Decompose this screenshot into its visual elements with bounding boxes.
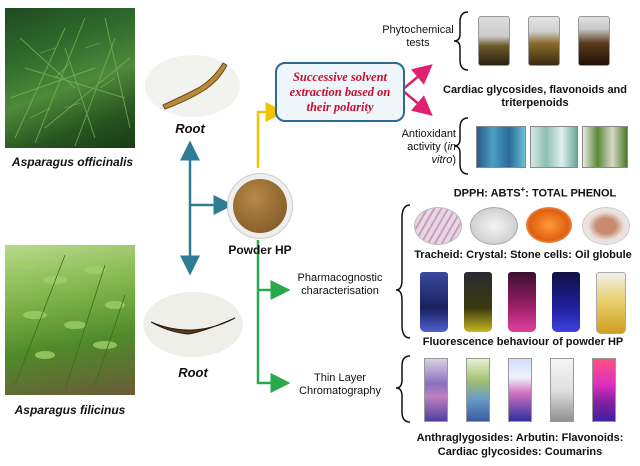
officinalis-root-label: Root: [175, 121, 205, 136]
fluorescence-photos: [414, 270, 632, 334]
extraction-box: Successive solvent extraction based on t…: [275, 62, 405, 122]
well-plate-1: [476, 126, 526, 168]
antioxidant-title-end: ): [452, 154, 456, 166]
well-plate-3: [582, 126, 628, 168]
filicinus-root-photo: [143, 292, 243, 357]
asparagus-filicinus-label: Asparagus filicinus: [14, 403, 126, 417]
antioxidant-result-pre: DPPH: ABTS: [453, 187, 521, 200]
tracheid-image: [414, 207, 462, 245]
stone-cells-image: [526, 207, 572, 243]
yellow-arrow-to-extraction: [256, 102, 286, 168]
fluorescence-vial-5: [596, 272, 626, 334]
bracket-tlc: [395, 355, 411, 423]
bracket-antioxidant: [453, 117, 469, 175]
antioxidant-result: DPPH: ABTS+: TOTAL PHENOL: [440, 183, 630, 201]
tlc-caption-line1: Anthraglygosides: Arbutin: Flavonoids:: [416, 432, 624, 444]
bracket-pharmacognostic: [395, 204, 411, 339]
antioxidant-title-italic: in vitro: [431, 141, 456, 166]
asparagus-officinalis-photo: [5, 8, 135, 148]
antioxidant-result-post: : TOTAL PHENOL: [525, 187, 617, 200]
extraction-text: Successive solvent extraction based on t…: [289, 69, 391, 114]
root-shape: [162, 62, 228, 110]
curly-brackets: [395, 11, 469, 423]
tlc-caption-line2: Cardiac glycosides: Coumarins: [437, 446, 603, 458]
powder-texture: [233, 179, 287, 233]
filicinus-root-label: Root: [178, 365, 208, 380]
fluorescence-vial-2: [464, 272, 492, 332]
pink-arrow-to-phytochemical: [401, 64, 433, 91]
phytochemical-tube-photos: [474, 12, 624, 68]
tlc-plate-photos: [414, 356, 632, 422]
powder-hp-label: Powder HP: [228, 243, 292, 257]
oil-globule-image: [582, 207, 630, 245]
fluorescence-vial-3: [508, 272, 536, 332]
bracket-phytochemical: [453, 11, 469, 71]
fluorescence-caption: Fluorescence behaviour of powder HP: [422, 336, 624, 348]
root-shape-2: [150, 317, 236, 335]
crystal-image: [470, 207, 518, 245]
antioxidant-result-sup: +: [520, 185, 526, 194]
tlc-plate-4: [550, 358, 574, 422]
asparagus-officinalis-label: Asparagus officinalis: [11, 155, 134, 169]
well-plate-2: [530, 126, 578, 168]
officinalis-root-photo: [145, 55, 240, 117]
tlc-plate-3: [508, 358, 532, 422]
pink-arrow-to-antioxidant: [401, 89, 433, 116]
blue-arrow-group: [180, 140, 234, 276]
powder-hp-dish: [227, 173, 293, 239]
fern-leaves-texture: [14, 254, 126, 391]
antioxidant-well-photos: [474, 120, 629, 172]
fern-texture: [9, 17, 131, 147]
green-arrow-to-tlc: [256, 240, 291, 393]
phytochemical-result: Cardiac glycosides, flavonoids and trite…: [443, 84, 627, 109]
test-jar-3: [578, 16, 610, 66]
asparagus-filicinus-photo: [5, 245, 135, 395]
tlc-title: Thin Layer Chromatography: [299, 372, 381, 397]
microscopy-caption: Tracheid: Crystal: Stone cells: Oil glob…: [414, 249, 632, 261]
tlc-plate-2: [466, 358, 490, 422]
antioxidant-title: Antioxidant activity (in vitro): [388, 128, 456, 167]
tlc-plate-5: [592, 358, 616, 422]
fluorescence-vial-1: [420, 272, 448, 332]
microscopy-photos: [414, 205, 632, 247]
fluorescence-vial-4: [552, 272, 580, 332]
pharmacognostic-title: Pharmacognostic characterisation: [297, 272, 383, 297]
phytochemical-title: Phytochemical tests: [382, 24, 454, 49]
test-jar-1: [478, 16, 510, 66]
tlc-plate-1: [424, 358, 448, 422]
antioxidant-title-main: Antioxidant activity (: [401, 128, 456, 153]
test-jar-2: [528, 16, 560, 66]
